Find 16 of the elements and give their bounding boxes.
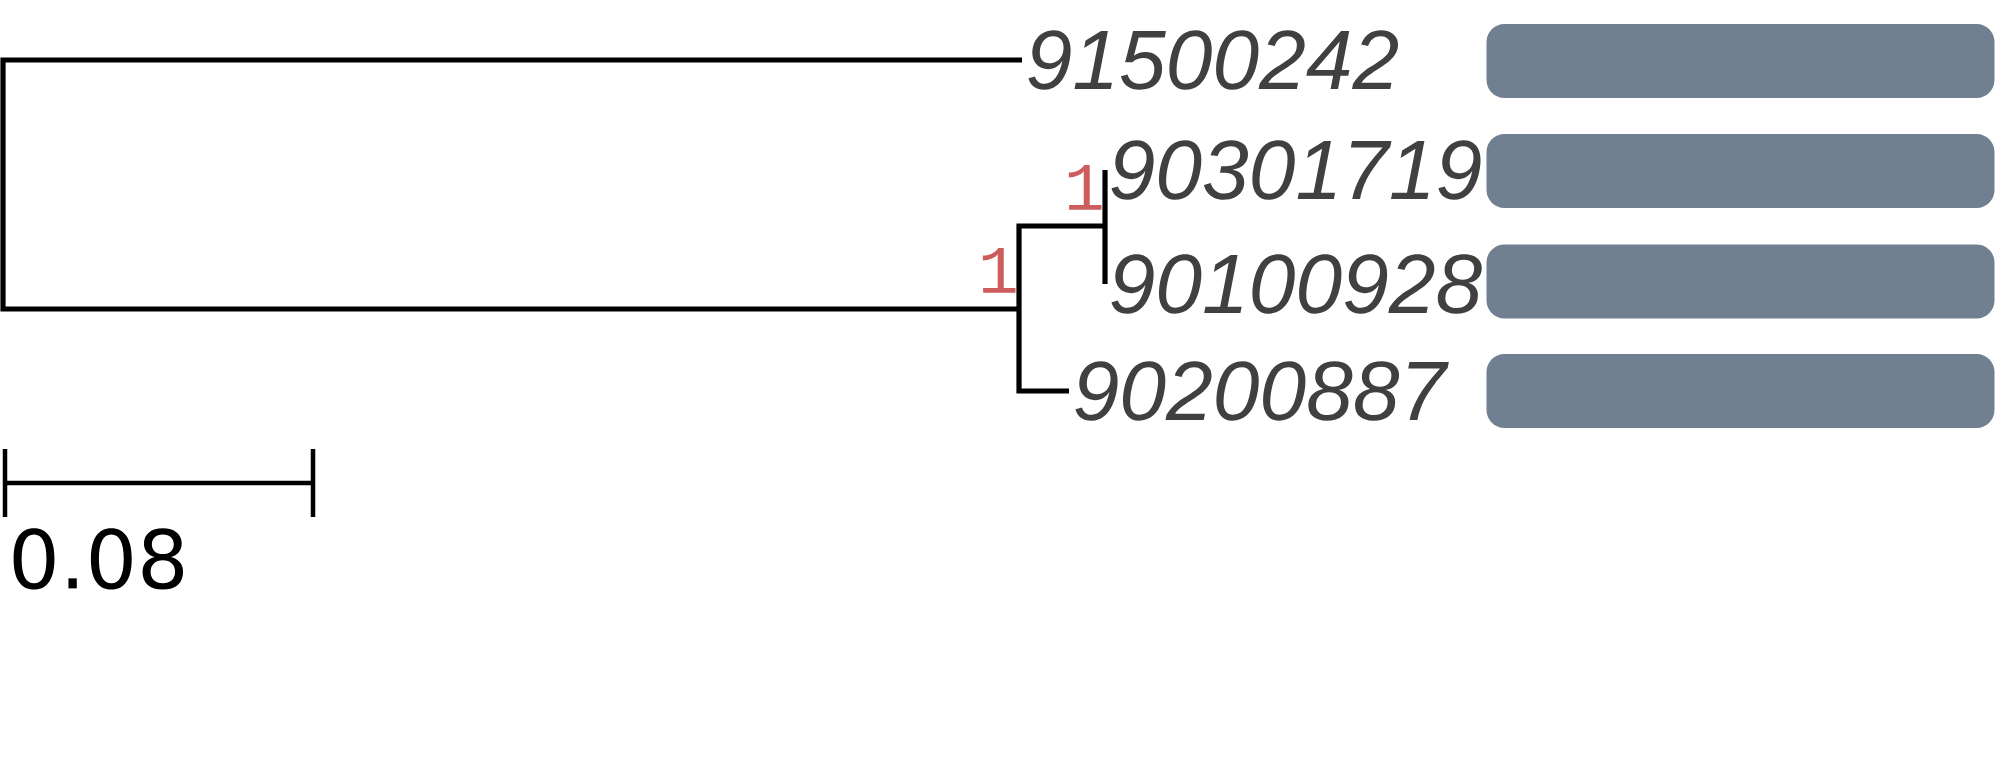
support-value: 1 — [982, 247, 1016, 293]
bar — [1486, 244, 1995, 319]
tree-branch — [1102, 226, 1108, 284]
tree-branch — [1016, 223, 1105, 309]
scale-label: 0.08 — [13, 528, 184, 590]
bar — [1486, 24, 1995, 98]
tree-branch — [0, 57, 1022, 312]
tree-branch — [1016, 309, 1069, 394]
leaf-label: 91500242 — [1028, 30, 1398, 90]
bar — [1486, 134, 1995, 208]
leaf-label: 90200887 — [1075, 361, 1449, 421]
support-value: 1 — [1068, 164, 1102, 210]
leaf-label: 90100928 — [1111, 254, 1482, 314]
tree-branch — [1102, 170, 1108, 226]
bar — [1486, 354, 1995, 428]
leaf-label: 90301719 — [1111, 140, 1481, 200]
